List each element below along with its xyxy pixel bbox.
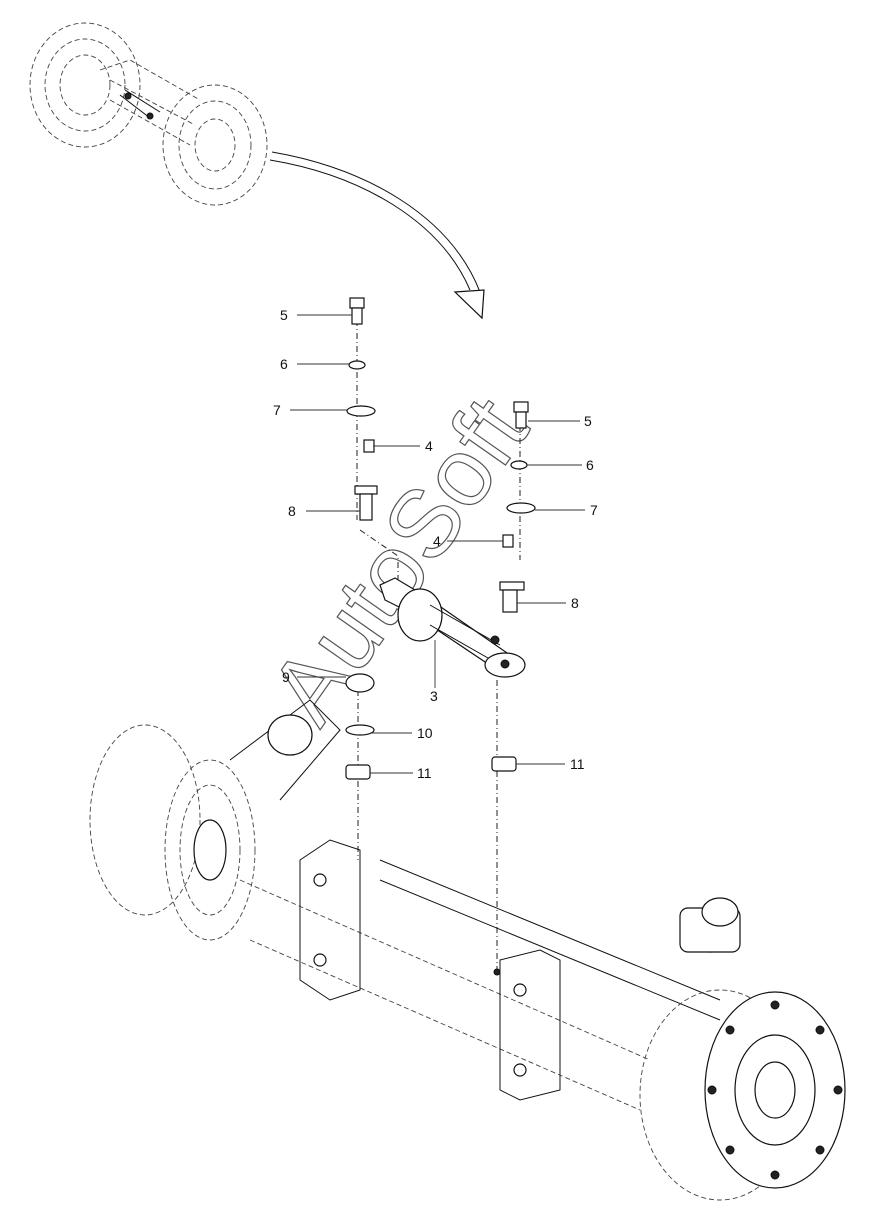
lower-fittings bbox=[345, 673, 517, 970]
pointer-arrow bbox=[269, 151, 485, 320]
callout-cylinder: 3 bbox=[430, 688, 438, 704]
left-hardware-stack bbox=[346, 297, 399, 600]
callout-right-lock-washer: 6 bbox=[586, 457, 594, 473]
callout-left-lock-washer: 6 bbox=[280, 356, 288, 372]
svg-text:AutoSoft: AutoSoft bbox=[250, 379, 549, 742]
callout-left-bolt: 5 bbox=[280, 307, 288, 323]
callouts: 5 6 7 4 8 5 6 7 4 8 3 9 10 11 11 bbox=[273, 307, 598, 781]
axle-assembly bbox=[89, 699, 846, 1201]
callout-left-flat-washer: 7 bbox=[273, 402, 281, 418]
callout-ball-joint: 9 bbox=[282, 669, 290, 685]
callout-right-bolt: 5 bbox=[584, 413, 592, 429]
leader-lines bbox=[290, 314, 585, 774]
callout-right-grease-fitting: 4 bbox=[433, 533, 441, 549]
axle-overview-thumbnail bbox=[29, 22, 268, 206]
callout-left-bushing: 11 bbox=[417, 765, 432, 781]
callout-right-flat-washer: 7 bbox=[590, 502, 598, 518]
watermark: AutoSoft bbox=[249, 378, 549, 742]
callout-snap-ring: 10 bbox=[417, 725, 433, 741]
callout-left-grease-fitting: 4 bbox=[425, 438, 433, 454]
callout-right-pin: 8 bbox=[571, 595, 579, 611]
callout-right-bushing: 11 bbox=[570, 756, 585, 772]
right-hardware-stack bbox=[499, 401, 536, 613]
steering-cylinder bbox=[379, 577, 526, 678]
callout-left-pin: 8 bbox=[288, 503, 296, 519]
